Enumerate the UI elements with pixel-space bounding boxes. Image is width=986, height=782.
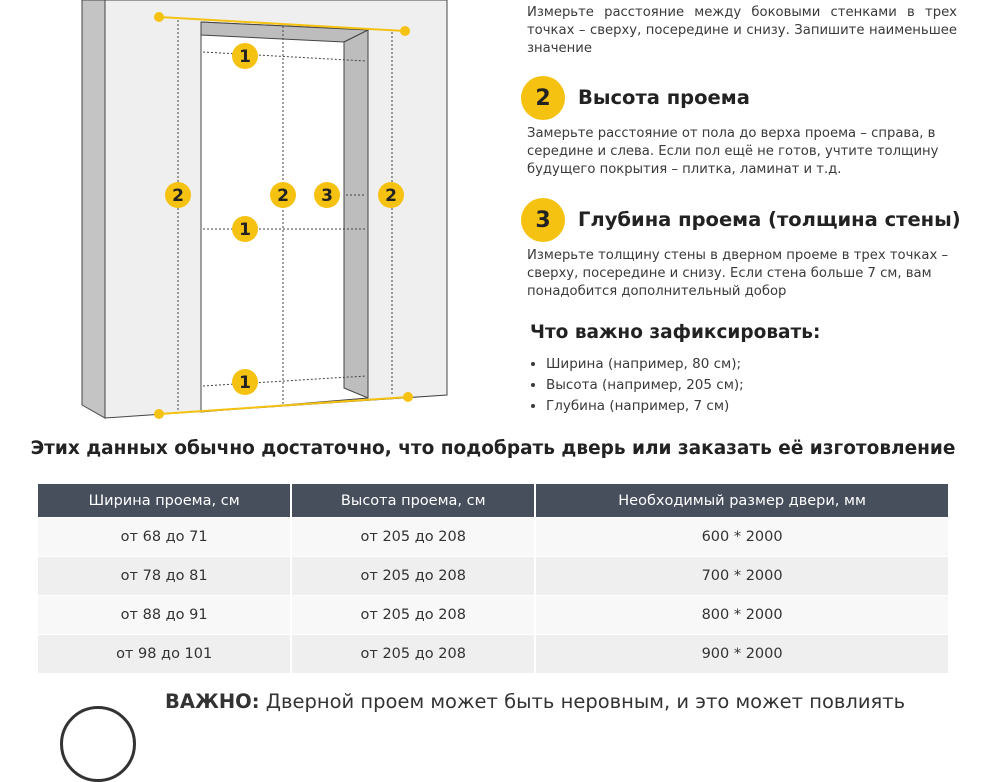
svg-text:1: 1	[239, 373, 251, 393]
warning-icon	[60, 706, 136, 782]
cell: от 88 до 91	[38, 596, 291, 634]
header-width: Ширина проема, см	[38, 484, 291, 517]
important-title: Что важно зафиксировать:	[530, 322, 821, 343]
note-label: ВАЖНО:	[165, 690, 260, 713]
svg-text:2: 2	[172, 186, 184, 206]
height-marker-left: 2	[165, 182, 191, 208]
cell: 700 * 2000	[536, 557, 948, 595]
step3-badge: 3	[521, 198, 565, 242]
list-item: Ширина (например, 80 см);	[546, 354, 744, 375]
step2-title: Высота проема	[578, 86, 750, 109]
list-item: Высота (например, 205 см);	[546, 375, 744, 396]
step1-text: Измерьте расстояние между боковыми стенк…	[527, 5, 957, 56]
important-note: ВАЖНО: Дверной проем может быть неровным…	[165, 690, 905, 713]
depth-marker: 3	[314, 182, 340, 208]
important-list: Ширина (например, 80 см); Высота (наприм…	[530, 354, 744, 417]
cell: от 68 до 71	[38, 518, 291, 556]
cell: 900 * 2000	[536, 635, 948, 673]
cell: от 205 до 208	[292, 596, 535, 634]
size-table: Ширина проема, см Высота проема, см Необ…	[36, 483, 950, 674]
svg-text:2: 2	[385, 186, 397, 206]
step3-title: Глубина проема (толщина стены)	[578, 208, 961, 231]
height-marker-center: 2	[270, 182, 296, 208]
width-marker-bottom: 1	[232, 369, 258, 395]
step2-badge: 2	[521, 76, 565, 120]
cell: от 205 до 208	[292, 557, 535, 595]
cell: от 98 до 101	[38, 635, 291, 673]
table-header: Ширина проема, см Высота проема, см Необ…	[38, 484, 948, 517]
step3-text: Измерьте толщину стены в дверном проеме …	[527, 248, 949, 299]
cell: от 205 до 208	[292, 518, 535, 556]
svg-text:1: 1	[239, 47, 251, 67]
svg-text:2: 2	[277, 186, 289, 206]
cell: 800 * 2000	[536, 596, 948, 634]
width-marker-top: 1	[232, 43, 258, 69]
note-text: Дверной проем может быть неровным, и это…	[259, 690, 906, 713]
list-item: Глубина (например, 7 см)	[546, 396, 744, 417]
step2-text: Замерьте расстояние от пола до верха про…	[527, 126, 939, 177]
svg-text:3: 3	[321, 186, 333, 206]
cell: от 205 до 208	[292, 635, 535, 673]
header-height: Высота проема, см	[292, 484, 535, 517]
door-opening-diagram: 1 1 1 2 2 2 3	[81, 0, 448, 419]
summary-heading: Этих данных обычно достаточно, что подоб…	[30, 438, 956, 459]
height-marker-right: 2	[378, 182, 404, 208]
header-door-size: Необходимый размер двери, мм	[536, 484, 948, 517]
width-marker-middle: 1	[232, 216, 258, 242]
cell: от 78 до 81	[38, 557, 291, 595]
svg-text:1: 1	[239, 220, 251, 240]
cell: 600 * 2000	[536, 518, 948, 556]
